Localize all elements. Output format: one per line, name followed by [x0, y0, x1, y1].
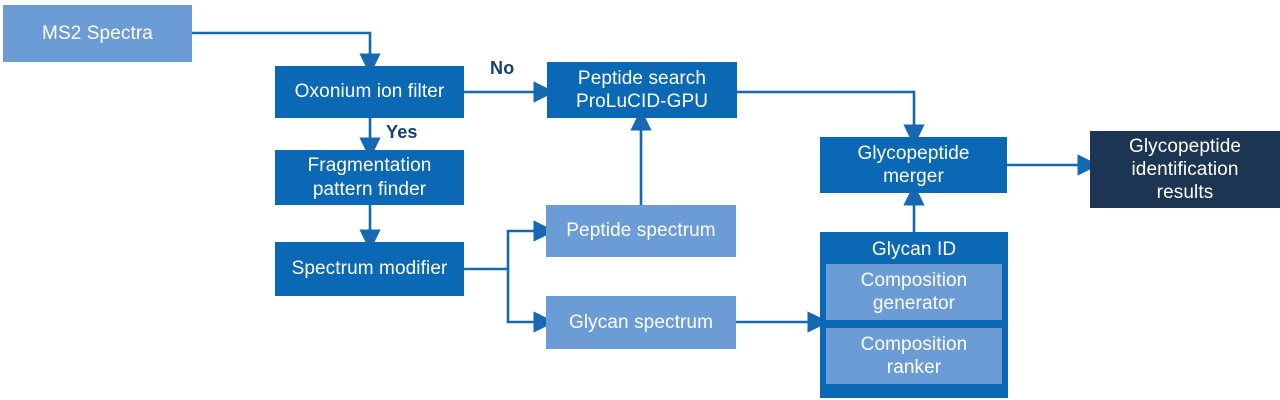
node-glycopeptide-merger[interactable]: Glycopeptide merger	[820, 137, 1007, 193]
node-glycan-spectrum[interactable]: Glycan spectrum	[546, 296, 736, 349]
edge-peptide-search-to-merger	[737, 90, 925, 147]
node-oxonium-ion-filter[interactable]: Oxonium ion filter	[275, 66, 464, 118]
group-title-glycan-id: Glycan ID	[871, 239, 957, 260]
node-label: Fragmentation pattern finder	[307, 155, 432, 200]
edge-modifier-to-glycan-spectrum	[506, 269, 556, 333]
node-label: Peptide spectrum	[566, 220, 716, 242]
group-glycan-id[interactable]: Glycan ID Composition generator Composit…	[820, 232, 1008, 398]
node-label: Glycopeptide merger	[857, 142, 970, 187]
node-composition-ranker[interactable]: Composition ranker	[826, 328, 1002, 384]
node-fragmentation-pattern-finder[interactable]: Fragmentation pattern finder	[275, 150, 464, 205]
node-label: Spectrum modifier	[291, 258, 448, 280]
node-label: Composition generator	[860, 269, 968, 314]
node-peptide-spectrum[interactable]: Peptide spectrum	[546, 205, 736, 257]
node-label: Composition ranker	[860, 333, 968, 378]
node-composition-generator[interactable]: Composition generator	[826, 264, 1002, 320]
edge-label-yes: Yes	[386, 122, 418, 142]
node-ms2-spectra[interactable]: MS2 Spectra	[3, 5, 192, 62]
node-peptide-search[interactable]: Peptide search ProLuCID-GPU	[547, 62, 737, 118]
edge-label-no: No	[490, 58, 515, 78]
edge-ms2-to-oxonium	[192, 31, 381, 76]
node-label: Peptide search ProLuCID-GPU	[575, 67, 709, 112]
node-label: MS2 Spectra	[42, 22, 153, 44]
node-label: Glycan spectrum	[568, 311, 714, 333]
node-label: Oxonium ion filter	[294, 81, 445, 103]
node-label: Glycopeptide identification results	[1128, 135, 1242, 204]
node-spectrum-modifier[interactable]: Spectrum modifier	[275, 242, 464, 296]
node-glycopeptide-identification-results[interactable]: Glycopeptide identification results	[1090, 131, 1280, 208]
edge-modifier-to-peptide-spectrum	[464, 220, 556, 271]
